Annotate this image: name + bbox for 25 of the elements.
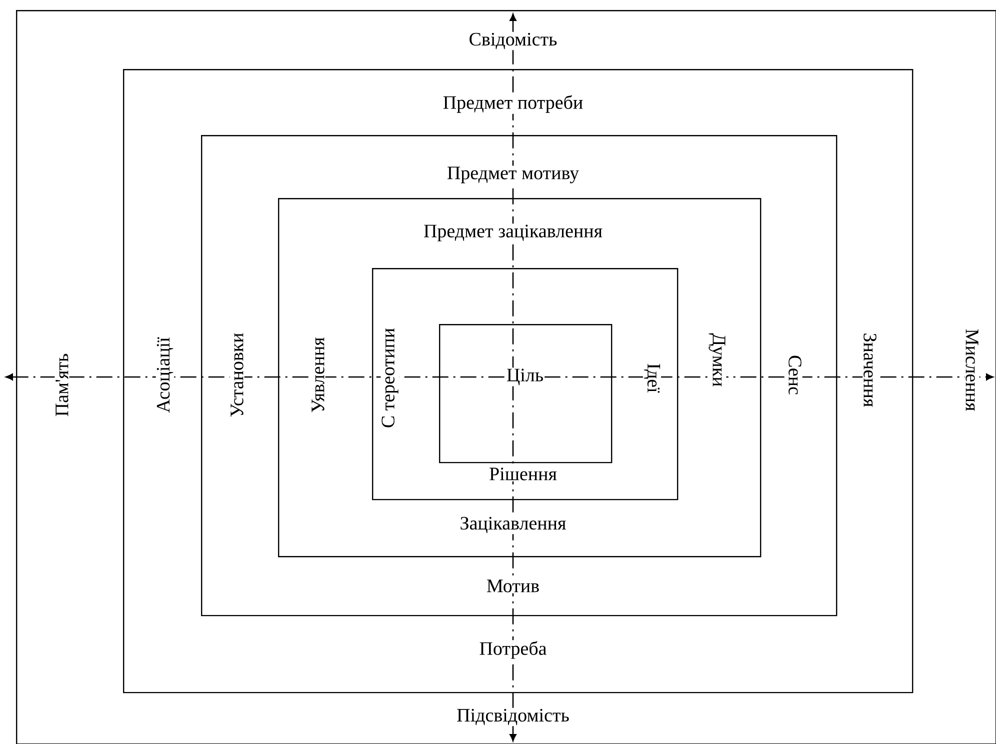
nested-box bbox=[278, 198, 762, 558]
box-label: Ідеї bbox=[642, 362, 662, 394]
box-label: Мотив bbox=[485, 578, 541, 594]
box-label: Ціль bbox=[505, 368, 545, 386]
nested-box bbox=[123, 69, 914, 694]
box-label: Уявлення bbox=[310, 336, 326, 414]
axis-label: Мислення bbox=[964, 328, 980, 412]
box-label: Предмет зацікавлення bbox=[422, 224, 604, 242]
box-label: Сенс bbox=[788, 354, 802, 396]
box-label: Предмет мотиву bbox=[446, 166, 580, 184]
box-label: С тереотипи bbox=[380, 326, 400, 430]
axis-label: Пам'ять bbox=[54, 352, 70, 418]
box-label: Асоціації bbox=[156, 336, 174, 414]
nested-box bbox=[439, 324, 612, 464]
box-label: Установки bbox=[230, 332, 244, 418]
box-label: Думки bbox=[708, 332, 726, 388]
nested-box bbox=[201, 135, 838, 616]
box-label: Рішення bbox=[488, 466, 558, 482]
axis-label: Свідомість bbox=[468, 32, 558, 50]
box-label: Предмет потреби bbox=[442, 94, 584, 114]
box-label: Потреба bbox=[478, 640, 548, 660]
axis-label: Підсвідомість bbox=[456, 708, 570, 726]
box-label: Значення bbox=[862, 332, 878, 408]
box-label: Зацікавлення bbox=[458, 516, 568, 534]
nested-box bbox=[372, 268, 678, 500]
